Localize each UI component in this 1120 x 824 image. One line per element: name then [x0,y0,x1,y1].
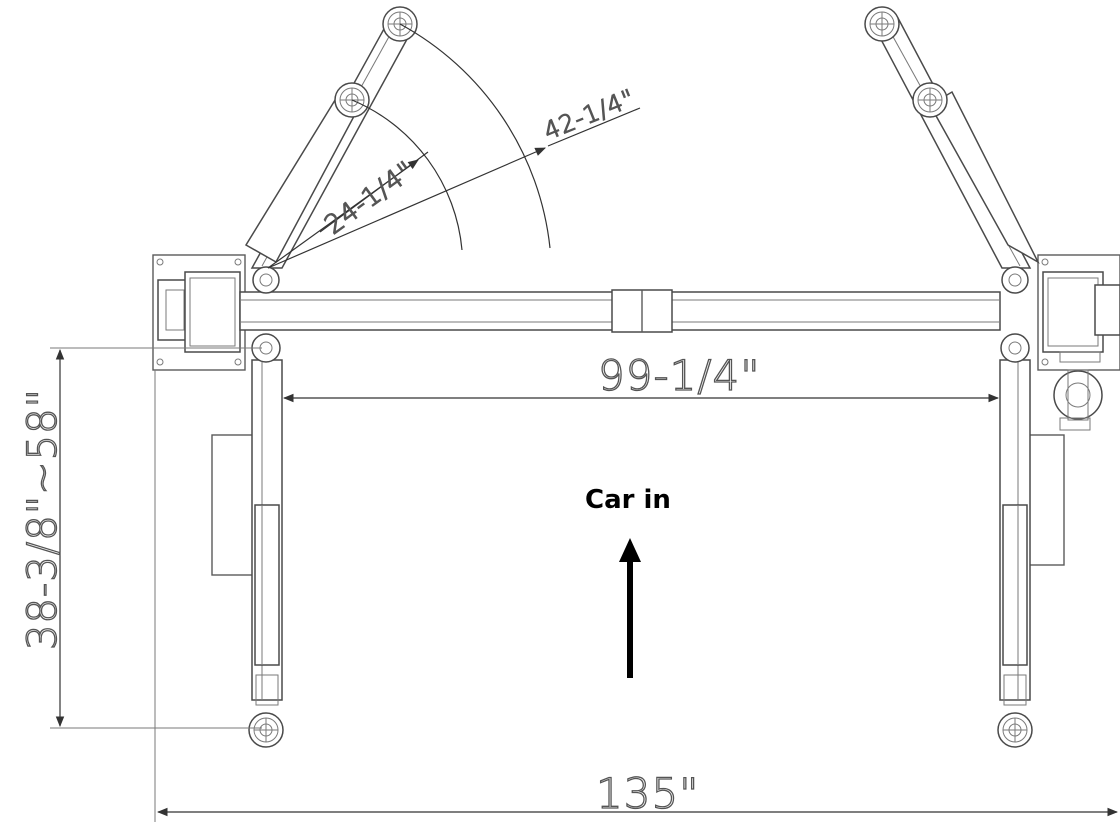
right-rear-arm [864,6,1040,294]
car-in-label: Car in [585,485,671,515]
dim-line-overall-width [154,370,1119,822]
right-front-arm [997,333,1065,748]
right-column [1042,271,1120,363]
power-unit [1053,369,1103,431]
crossbeam [239,289,1001,333]
dim-overall-width: 135" [596,769,699,818]
car-in-arrow-icon [619,538,641,678]
dim-arm-range: 38-3/8"~58" [20,388,66,650]
left-rear-arm [244,6,418,294]
left-front-arm [211,333,284,748]
dim-line-arm-range [50,347,262,729]
arm-swing-arcs [267,23,641,269]
left-column [157,271,241,353]
dim-drive-through: 99-1/4" [598,351,761,400]
dim-arm-reach-outer: 42-1/4" [540,84,639,146]
